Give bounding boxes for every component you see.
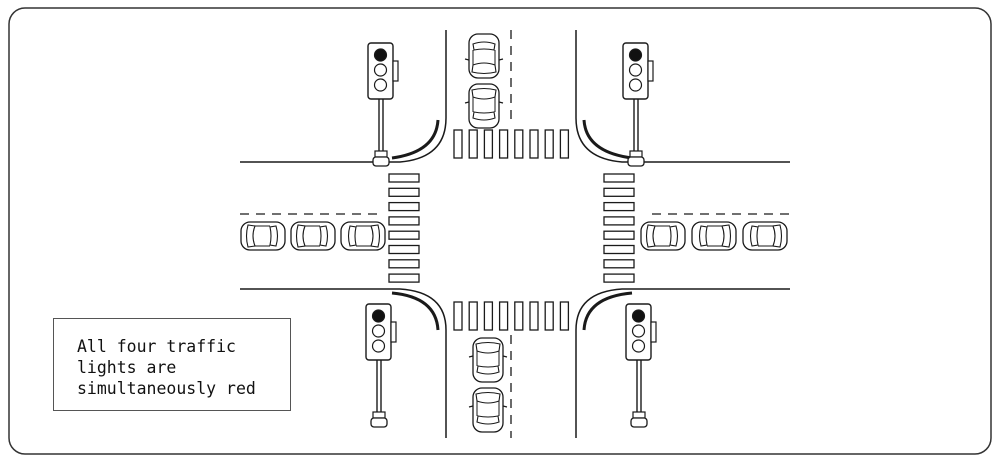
- cars-west-lane: [240, 221, 386, 251]
- crosswalk-stripe: [388, 244, 420, 255]
- crosswalk-stripe: [514, 129, 524, 159]
- car-west-3: [340, 221, 386, 251]
- car-north-1: [464, 33, 504, 79]
- caption-box: All four traffic lights are simultaneous…: [53, 318, 291, 411]
- caption-line-2: lights are: [77, 358, 177, 377]
- crosswalk-stripe: [498, 129, 509, 159]
- crosswalk-stripe: [603, 173, 635, 183]
- road-edges: [240, 30, 790, 438]
- car-east-1: [640, 221, 686, 251]
- crosswalk-west: [388, 173, 420, 283]
- crosswalk-stripe: [544, 301, 554, 331]
- crosswalk-stripe: [559, 129, 570, 159]
- crosswalk-stripe: [388, 173, 420, 183]
- crosswalk-stripe: [603, 216, 635, 226]
- crosswalk-south: [453, 301, 570, 331]
- caption-line-3: simultaneously red: [77, 379, 256, 398]
- crosswalk-stripe: [603, 230, 635, 240]
- crosswalk-stripe: [388, 216, 420, 226]
- crosswalk-stripe: [514, 301, 524, 331]
- cars-east-lane: [640, 221, 788, 251]
- crosswalk-stripe: [388, 230, 420, 240]
- crosswalk-stripe: [559, 301, 570, 331]
- crosswalk-stripe: [498, 301, 509, 331]
- crosswalk-stripe: [603, 273, 635, 283]
- car-north-2: [464, 83, 504, 129]
- crosswalk-stripe: [388, 187, 420, 197]
- crosswalk-stripe: [468, 129, 478, 159]
- crosswalk-north: [453, 129, 570, 159]
- crosswalk-stripe: [483, 129, 494, 159]
- crosswalk-stripe: [388, 273, 420, 283]
- car-south-2: [468, 387, 508, 433]
- crosswalk-stripe: [483, 301, 494, 331]
- crosswalk-stripe: [453, 301, 463, 331]
- car-south-1: [468, 337, 508, 383]
- caption-line-1: All four traffic: [77, 337, 236, 356]
- crosswalk-stripe: [388, 259, 420, 269]
- crosswalk-stripe: [603, 187, 635, 197]
- crosswalk-stripe: [453, 129, 463, 159]
- lane-dashes: [240, 30, 790, 438]
- crosswalk-stripe: [388, 201, 420, 212]
- car-east-3: [742, 221, 788, 251]
- crosswalk-stripe: [529, 301, 539, 331]
- crosswalk-stripe: [544, 129, 554, 159]
- crosswalk-stripe: [603, 201, 635, 212]
- crosswalk-stripe: [529, 129, 539, 159]
- crosswalk-stripe: [603, 259, 635, 269]
- car-west-2: [290, 221, 336, 251]
- crosswalk-east: [603, 173, 635, 283]
- car-west-1: [240, 221, 286, 251]
- car-east-2: [691, 221, 737, 251]
- crosswalk-stripe: [603, 244, 635, 255]
- crosswalk-stripe: [468, 301, 478, 331]
